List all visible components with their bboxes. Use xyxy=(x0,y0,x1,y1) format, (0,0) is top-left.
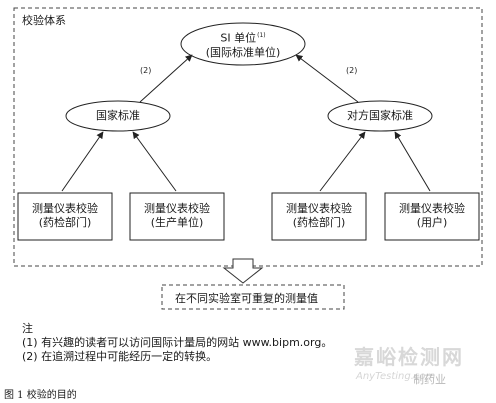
box1-line1: 测量仪表校验 xyxy=(32,202,98,215)
box1-line2: (药检部门) xyxy=(38,216,92,229)
watermark-sub: AnyTesting.com xyxy=(356,371,436,382)
si-unit-ellipse xyxy=(180,22,306,66)
si-unit-superscript: (1) xyxy=(257,32,266,39)
national-standard-ellipse xyxy=(65,100,171,132)
box4-line1: 测量仪表校验 xyxy=(399,202,465,215)
figure-caption: 图 1 校验的目的 xyxy=(4,390,77,401)
frame-label: 校验体系 xyxy=(22,14,66,27)
box3-line1: 测量仪表校验 xyxy=(286,202,352,215)
box2-line2: (生产单位) xyxy=(150,216,204,229)
box-drug-inspection-1 xyxy=(17,192,113,241)
arrow-box1-to-national xyxy=(61,131,104,192)
box3-text: 测量仪表校验 (药检部门) xyxy=(272,202,366,230)
arrow-box3-to-counterpart xyxy=(319,131,366,192)
box1-text: 测量仪表校验 (药检部门) xyxy=(18,202,112,230)
watermark-brand: 制药业 xyxy=(413,373,446,386)
si-unit-line1: SI 单位 xyxy=(220,31,257,45)
result-box xyxy=(161,284,345,310)
result-down-arrow xyxy=(222,258,264,284)
box-manufacturer xyxy=(129,192,225,241)
counterpart-standard-label: 对方国家标准 xyxy=(347,109,413,122)
si-unit-line2: (国际标准单位) xyxy=(205,45,281,59)
note-item-1: (1) 有兴趣的读者可以访问国际计量局的网站 www.bipm.org。 xyxy=(22,336,333,349)
arrow-box4-to-counterpart xyxy=(394,131,431,192)
national-standard-label: 国家标准 xyxy=(96,109,140,122)
notes: 注 (1) 有兴趣的读者可以访问国际计量局的网站 www.bipm.org。 (… xyxy=(22,322,332,364)
box2-line1: 测量仪表校验 xyxy=(144,202,210,215)
notes-title: 注 xyxy=(22,322,33,335)
note-item-2: (2) 在追溯过程中可能经历一定的转换。 xyxy=(22,350,218,363)
watermark-main: 嘉峪检测网 xyxy=(354,345,464,369)
si-unit-label: SI 单位(1) (国际标准单位) xyxy=(183,29,303,60)
counterpart-standard-ellipse xyxy=(327,100,433,132)
box3-line2: (药检部门) xyxy=(292,216,346,229)
box4-text: 测量仪表校验 (用户) xyxy=(385,202,479,230)
box-user xyxy=(384,192,480,241)
arrow-box2-to-national xyxy=(132,131,177,192)
edge-label-left: (2) xyxy=(140,66,152,75)
box4-line2: (用户) xyxy=(416,216,448,229)
box-drug-inspection-2 xyxy=(271,192,367,241)
result-text: 在不同实验室可重复的测量值 xyxy=(175,292,318,305)
arrow-counterpart-to-si xyxy=(295,54,359,103)
arrow-national-to-si xyxy=(139,54,193,103)
edge-label-right: (2) xyxy=(346,66,358,75)
box2-text: 测量仪表校验 (生产单位) xyxy=(130,202,224,230)
